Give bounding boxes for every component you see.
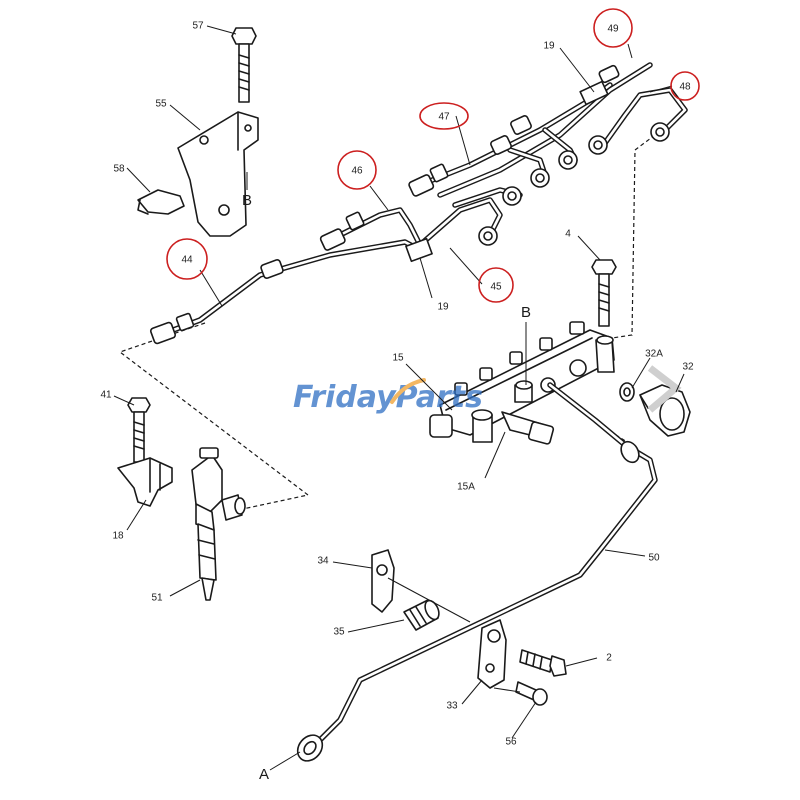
- watermark-swoosh-icon: [390, 378, 426, 404]
- callout-41: 41: [100, 390, 112, 401]
- callout-19-top: 19: [543, 41, 555, 52]
- bolt-4: [591, 259, 617, 327]
- callout-50: 50: [648, 553, 660, 564]
- callout-15: 15: [392, 353, 404, 364]
- fuel-lines-assembly: [149, 62, 688, 345]
- reference-letter-A-line: A: [259, 766, 269, 783]
- bracket-18: [117, 457, 173, 507]
- spacer-35: [403, 599, 440, 631]
- bolt-2: [519, 649, 567, 677]
- callout-57: 57: [192, 21, 204, 32]
- bracket-55: [177, 111, 259, 237]
- highlight-ring-48: [670, 71, 700, 101]
- reference-letter-B-bracket: B: [242, 192, 252, 209]
- reference-letter-B-rail: B: [521, 304, 531, 321]
- callout-48: 48: [679, 82, 691, 93]
- callout-35: 35: [333, 627, 345, 638]
- callout-56: 56: [505, 737, 517, 748]
- callout-numbers: 57 55 58 19 49 48 47 46 44 45 19 4 15 15…: [100, 21, 694, 748]
- callout-2: 2: [606, 653, 612, 664]
- callout-49: 49: [607, 24, 619, 35]
- highlight-ring-46: [337, 150, 377, 190]
- callout-47: 47: [438, 112, 450, 123]
- clamp-34: [371, 549, 395, 613]
- highlight-ring-49: [593, 8, 633, 48]
- svg-text:FridayParts: FridayParts: [293, 380, 483, 415]
- callout-32: 32: [682, 362, 694, 373]
- fuel-supply-line-50: [296, 382, 658, 762]
- fuel-rail-15: [429, 321, 615, 445]
- highlight-ring-45: [478, 267, 514, 303]
- callout-51: 51: [151, 593, 163, 604]
- chevron-right-icon: [647, 365, 682, 413]
- pressure-sensor-32: [619, 382, 691, 437]
- callout-18: 18: [112, 531, 124, 542]
- bolt-56: [515, 681, 548, 706]
- callout-19-bottom: 19: [437, 302, 449, 313]
- clip-58: [137, 189, 185, 215]
- fitting-nuts: [149, 64, 670, 345]
- callout-55: 55: [155, 99, 167, 110]
- clamp-33: [477, 619, 507, 689]
- callout-44: 44: [181, 255, 193, 266]
- watermark-brand-part1: Friday: [293, 380, 397, 415]
- highlight-ring-44: [166, 238, 208, 280]
- reference-letters: B B A: [242, 192, 531, 783]
- leader-lines: [113, 25, 685, 771]
- callout-34: 34: [317, 556, 329, 567]
- callout-58: 58: [113, 164, 125, 175]
- callout-46: 46: [351, 166, 363, 177]
- dashed-line-top-right: [611, 134, 656, 339]
- callout-4: 4: [565, 229, 571, 240]
- bolt-41: [127, 397, 151, 463]
- highlight-rings: [166, 8, 700, 303]
- callout-33: 33: [446, 701, 458, 712]
- callout-15A: 15A: [457, 482, 475, 493]
- injector-51: [191, 447, 246, 601]
- bolt-57: [231, 27, 257, 103]
- highlight-ring-47: [419, 102, 469, 130]
- callout-32A: 32A: [645, 349, 663, 360]
- callout-45: 45: [490, 282, 502, 293]
- watermark: FridayParts: [293, 378, 483, 415]
